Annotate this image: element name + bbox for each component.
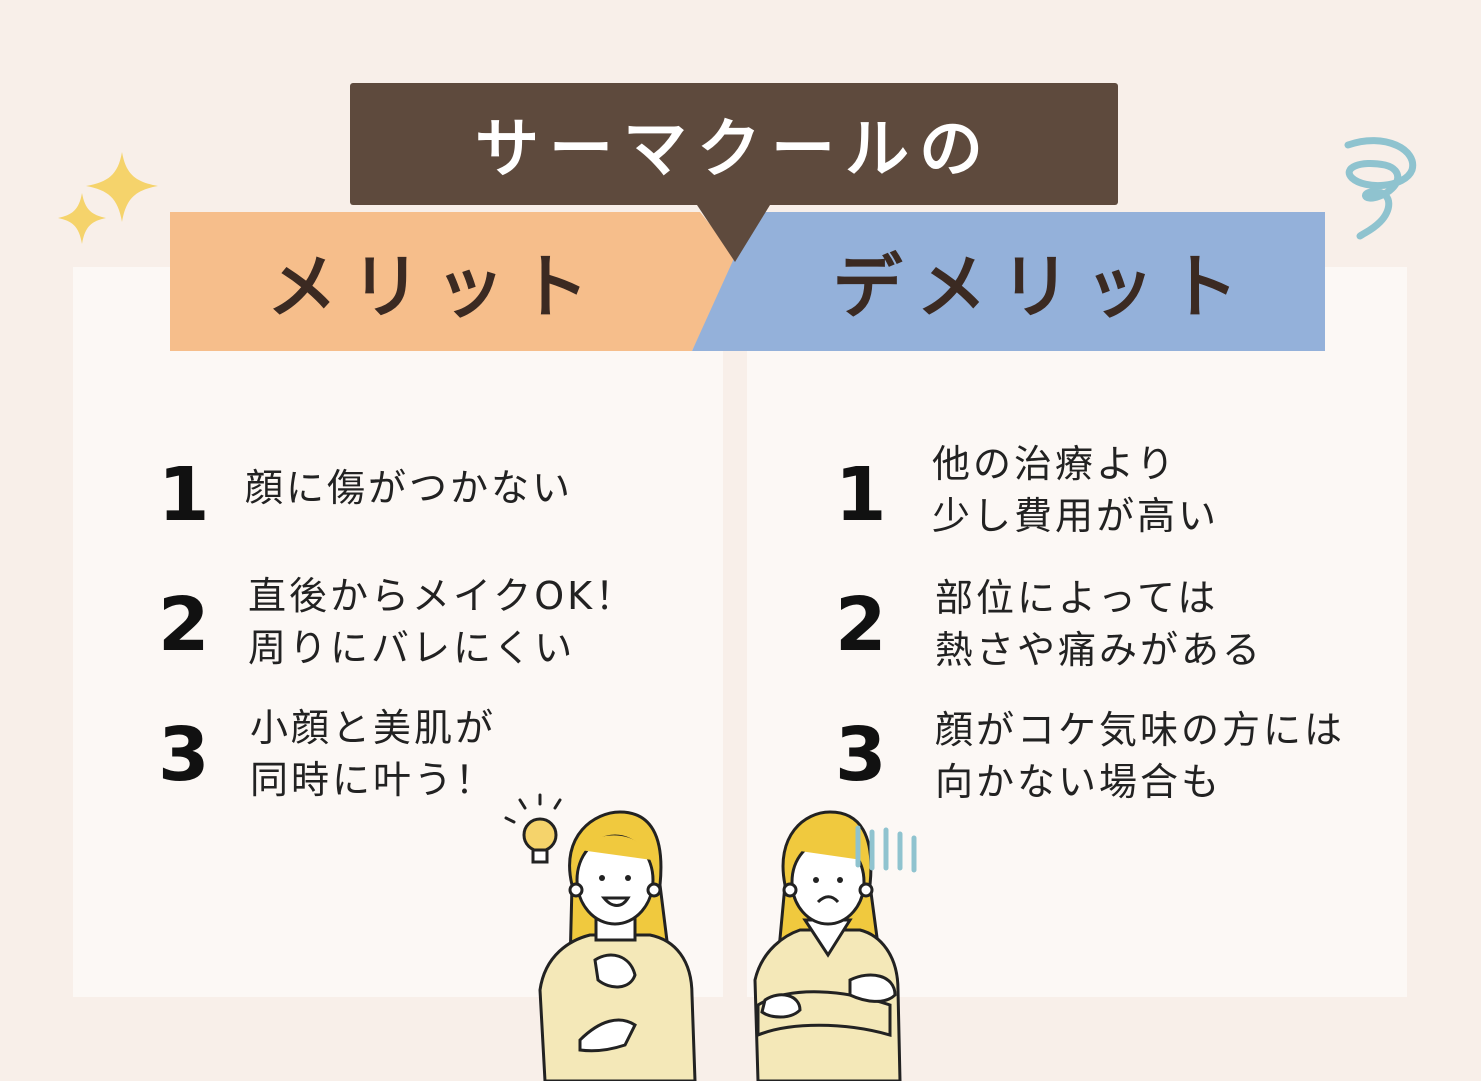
demerit-number-1: 1 (835, 452, 887, 538)
title-bar: サーマクールの (350, 83, 1118, 205)
demerit-item-1-line-2: 少し費用が高い (932, 494, 1220, 538)
illustrations (504, 793, 917, 1081)
title-pointer (697, 205, 770, 262)
merit-number-2: 2 (158, 582, 210, 668)
merit-number-1: 1 (158, 452, 210, 538)
demerit-item-3-line-1: 顔がコケ気味の方には (935, 708, 1346, 752)
sparkle-icon (58, 152, 158, 244)
merit-item-2-line-1: 直後からメイクOK！ (248, 574, 637, 618)
demerit-item-3-line-2: 向かない場合も (935, 760, 1223, 804)
demerit-item-1: 他の治療より 少し費用が高い (932, 438, 1219, 542)
demerit-heading: デメリット (832, 245, 1253, 328)
worried-woman-illustration (753, 810, 902, 1081)
demerit-item-1-line-1: 他の治療より (932, 442, 1178, 486)
merit-ribbon (170, 212, 737, 351)
demerit-item-2: 部位によっては 熱さや痛みがある (935, 572, 1263, 676)
merit-item-2: 直後からメイクOK！ 周りにバレにくい (248, 570, 636, 674)
merit-item-3-line-1: 小顔と美肌が (250, 706, 497, 750)
merit-item-1-line-1: 顔に傷がつかない (245, 466, 574, 510)
demerit-item-3: 顔がコケ気味の方には 向かない場合も (935, 704, 1345, 808)
demerit-number-2: 2 (835, 582, 887, 668)
merit-item-3: 小顔と美肌が 同時に叶う！ (250, 702, 496, 806)
merit-item-1: 顔に傷がつかない (245, 462, 573, 514)
merit-heading: メリット (267, 245, 603, 328)
merit-item-3-line-2: 同時に叶う！ (250, 758, 497, 802)
demerit-item-2-line-1: 部位によっては (935, 576, 1219, 620)
lightbulb-icon (504, 793, 562, 864)
demerit-item-2-line-2: 熱さや痛みがある (935, 628, 1264, 672)
merit-item-2-line-2: 周りにバレにくい (248, 626, 576, 670)
happy-woman-illustration (538, 810, 697, 1081)
stress-lines-icon (855, 825, 917, 873)
demerit-number-3: 3 (835, 712, 887, 798)
merit-number-3: 3 (158, 712, 210, 798)
demerit-ribbon (692, 212, 1325, 351)
page-title: サーマクールの (475, 113, 993, 187)
swirl-icon (1344, 137, 1417, 240)
